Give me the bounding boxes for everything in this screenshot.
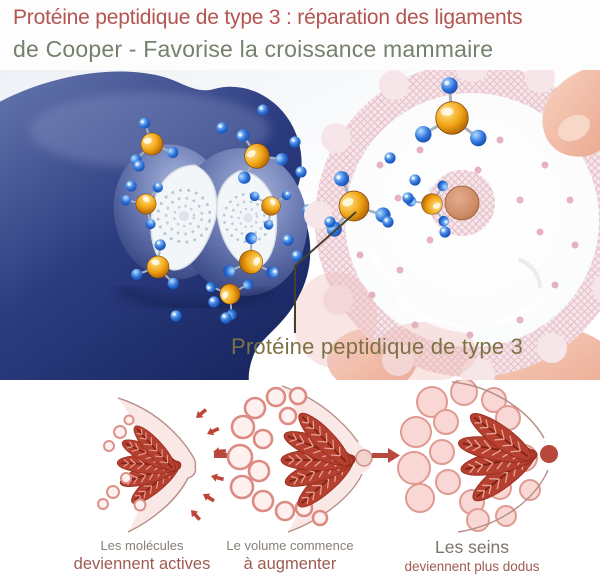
patch-dots	[356, 136, 579, 339]
nipple	[355, 449, 373, 467]
stages-section: Les molécules deviennent actives Le volu…	[0, 380, 600, 582]
stages-svg	[97, 380, 558, 533]
stage-2-diagram	[226, 385, 373, 533]
nipple	[540, 445, 558, 463]
stage-3-diagram	[397, 380, 558, 533]
photo-svg	[0, 70, 600, 380]
title-line-2: de Cooper - Favorise la croissance mamma…	[13, 36, 494, 62]
under-breast-shadow	[117, 283, 271, 312]
stage-1-caption-line2: deviennent actives	[73, 555, 211, 574]
stage-1-caption: Les molécules deviennent actives	[58, 538, 226, 575]
photo-illustration: Protéine peptidique de type 3	[0, 70, 600, 380]
right-arrow-icon-2	[372, 448, 400, 463]
round-patch-in-hand	[293, 70, 600, 380]
stage-2-caption-line2: à augmenter	[243, 555, 337, 574]
finger	[542, 70, 600, 157]
stage-2-caption: Le volume commence à augmenter	[203, 538, 377, 575]
lobules	[226, 386, 329, 527]
stage-2-caption-line1: Le volume commence	[226, 538, 354, 553]
lobules	[97, 414, 147, 512]
stage-3-caption: Les seins deviennent plus dodus	[378, 537, 566, 576]
callout-line	[294, 211, 357, 333]
patch-callout-label: Protéine peptidique de type 3	[231, 334, 524, 359]
stage-1-caption-line1: Les molécules	[100, 538, 184, 553]
fingernail	[557, 114, 591, 142]
header: Protéine peptidique de type 3 : réparati…	[0, 0, 600, 70]
title-line-1: Protéine peptidique de type 3 : réparati…	[13, 6, 523, 29]
stage-3-caption-line1: Les seins	[435, 537, 509, 557]
stage-1-diagram	[97, 397, 227, 533]
stage-3-caption-line2: deviennent plus dodus	[404, 558, 540, 574]
